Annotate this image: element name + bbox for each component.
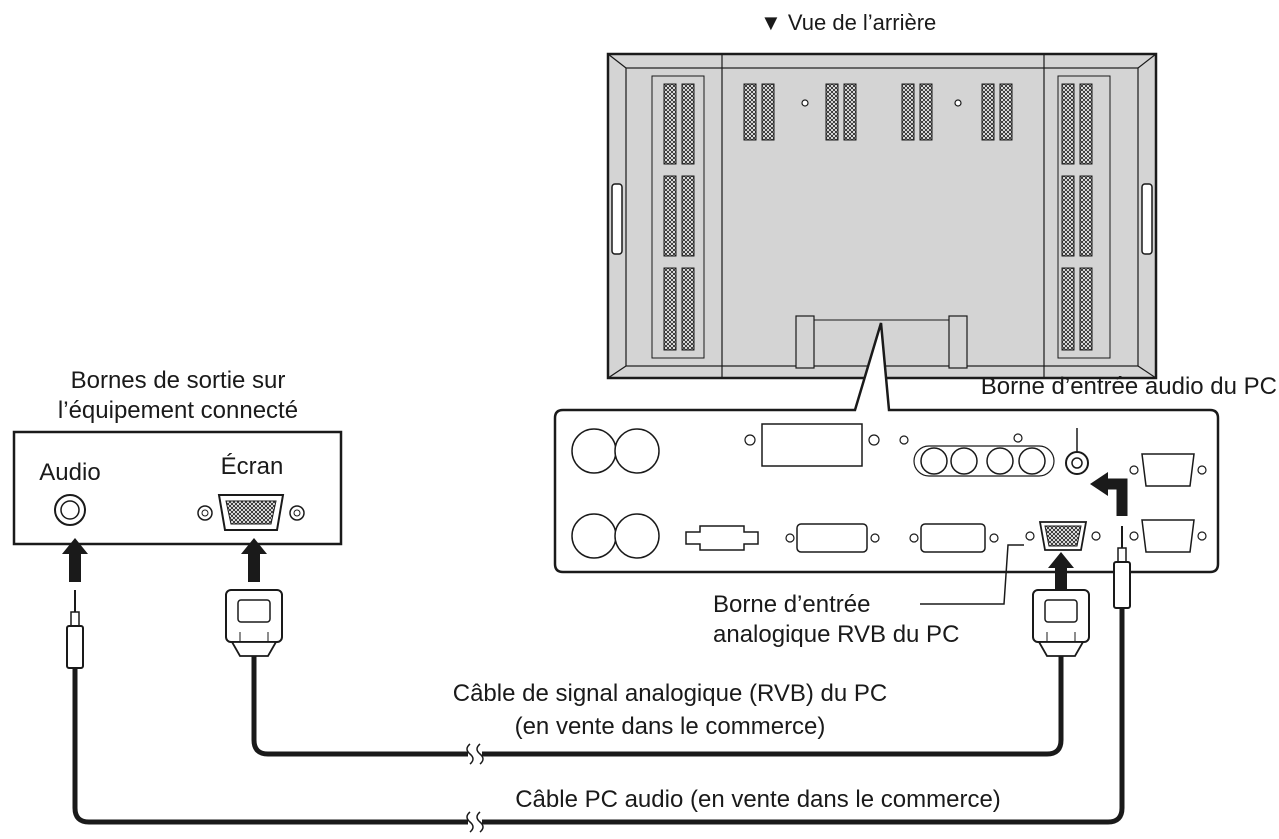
screen-output-port bbox=[197, 494, 305, 531]
cable-break-audio bbox=[466, 811, 484, 833]
arrow-up-icon bbox=[62, 538, 88, 582]
cable-break-rgb bbox=[466, 743, 484, 765]
leader-line bbox=[920, 544, 1024, 605]
arrow-up-icon bbox=[241, 538, 267, 582]
arrow-bent-icon bbox=[1090, 472, 1128, 516]
audio-plug-right bbox=[1113, 526, 1131, 609]
rgb-cable bbox=[251, 652, 1064, 757]
view-label: ▼ Vue de l’arrière bbox=[760, 10, 936, 35]
arrow-up-icon bbox=[1048, 552, 1074, 590]
rgb-cable-label: (en vente dans le commerce) bbox=[515, 713, 826, 740]
rgb-input-label: Borne d’entrée bbox=[713, 591, 870, 618]
vga-plug-left bbox=[225, 589, 283, 657]
rgb-cable-label: Câble de signal analogique (RVB) du PC bbox=[453, 680, 888, 707]
audio-cable-label: Câble PC audio (en vente dans le commerc… bbox=[515, 786, 1001, 813]
pc-rgb-input-port bbox=[1025, 521, 1101, 551]
audio-cable bbox=[72, 608, 1125, 825]
vga-plug-right bbox=[1032, 589, 1090, 657]
output-box-title: Bornes de sortie sur bbox=[71, 367, 286, 394]
terminal-panel bbox=[553, 322, 1220, 574]
rgb-input-label: analogique RVB du PC bbox=[713, 621, 959, 648]
screen-label: Écran bbox=[221, 453, 284, 480]
output-box-title: l’équipement connecté bbox=[58, 397, 298, 424]
audio-label: Audio bbox=[39, 459, 100, 486]
audio-plug-left bbox=[66, 590, 84, 669]
monitor-rear bbox=[606, 52, 1158, 380]
audio-input-label: Borne d’entrée audio du PC bbox=[981, 373, 1277, 400]
output-equipment-box bbox=[12, 430, 343, 546]
